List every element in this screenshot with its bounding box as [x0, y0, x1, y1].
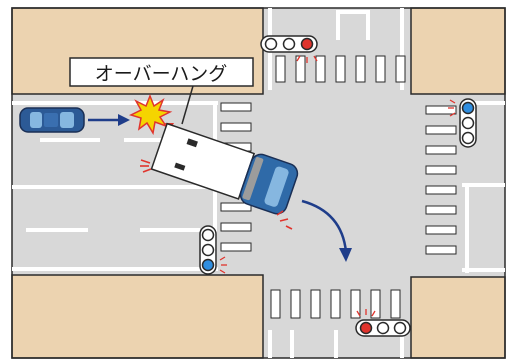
traffic-light-south: [355, 309, 411, 337]
traffic-light-east: [448, 98, 477, 148]
crosswalk-east: [425, 105, 457, 255]
car-icon: [19, 107, 85, 133]
truck-wheel-marks: [140, 159, 293, 230]
truck-turn-arrow: [301, 199, 352, 262]
block-bottom-right: [410, 276, 506, 359]
collision-burst-icon: [128, 93, 173, 136]
overhang-label: オーバーハング: [69, 57, 254, 87]
block-bottom-left: [11, 274, 264, 359]
truck-icon: [150, 122, 299, 215]
overhang-label-text: オーバーハング: [95, 63, 227, 85]
crosswalk-north: [275, 55, 406, 83]
traffic-light-west: [199, 225, 227, 275]
crosswalk-south: [270, 289, 401, 319]
car-direction-arrow: [88, 114, 130, 126]
block-top-right: [410, 7, 506, 95]
label-leader-line: [181, 85, 194, 125]
traffic-light-north: [260, 35, 318, 63]
